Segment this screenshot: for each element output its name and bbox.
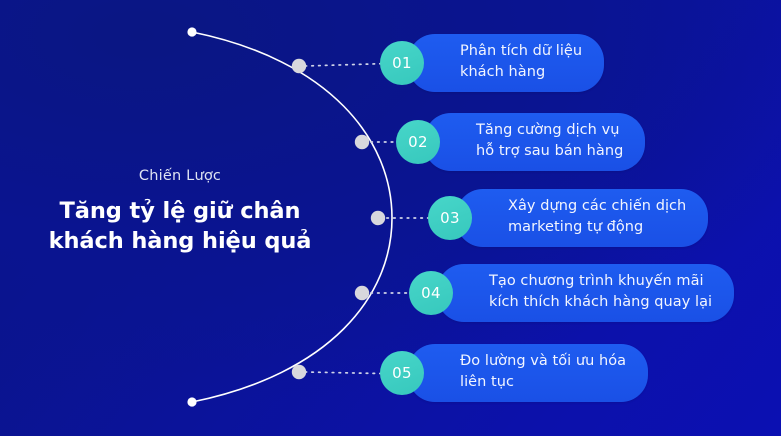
step-badge-1: 01 — [380, 41, 424, 85]
step-number-5: 05 — [392, 364, 412, 382]
step-badge-5: 05 — [380, 351, 424, 395]
step-badge-2: 02 — [396, 120, 440, 164]
step-pill-4[interactable]: 04 Tạo chương trình khuyến mãi kích thíc… — [409, 264, 735, 322]
arc-node-dot-3 — [370, 210, 386, 226]
arc-endpoint-top-dot — [187, 27, 197, 37]
step-row-4[interactable]: 04 Tạo chương trình khuyến mãi kích thíc… — [409, 264, 735, 322]
step-number-3: 03 — [440, 209, 460, 227]
arc-endpoint-bottom-dot — [187, 397, 197, 407]
arc-node-dot-1 — [291, 58, 307, 74]
step-number-2: 02 — [408, 133, 428, 151]
step-text-5: Đo lường và tối ưu hóa liên tục — [460, 353, 627, 390]
step-row-1[interactable]: 01 Phân tích dữ liệu khách hàng — [380, 34, 605, 92]
step-pill-1[interactable]: 01 Phân tích dữ liệu khách hàng — [380, 34, 605, 92]
arc-node-dot-5 — [291, 364, 307, 380]
step-number-1: 01 — [392, 54, 412, 72]
step-row-2[interactable]: 02 Tăng cường dịch vụ hỗ trợ sau bán hàn… — [396, 113, 646, 171]
step-text-2: Tăng cường dịch vụ hỗ trợ sau bán hàng — [476, 122, 624, 159]
step-row-5[interactable]: 05 Đo lường và tối ưu hóa liên tục — [380, 344, 649, 402]
arc-node-dot-4 — [354, 285, 370, 301]
step-badge-3: 03 — [428, 196, 472, 240]
step-number-4: 04 — [421, 284, 441, 302]
step-text-1: Phân tích dữ liệu khách hàng — [460, 43, 583, 80]
arc-node-dot-2 — [354, 134, 370, 150]
step-pill-2[interactable]: 02 Tăng cường dịch vụ hỗ trợ sau bán hàn… — [396, 113, 646, 171]
page-title: Tăng tỷ lệ giữ chân khách hàng hiệu quả — [48, 198, 312, 255]
step-text-3: Xây dựng các chiến dịch marketing tự độn… — [508, 198, 687, 235]
step-row-3[interactable]: 03 Xây dựng các chiến dịch marketing tự … — [428, 189, 709, 247]
step-pill-5[interactable]: 05 Đo lường và tối ưu hóa liên tục — [380, 344, 649, 402]
step-badge-4: 04 — [409, 271, 453, 315]
headline-block: Chiến Lược Tăng tỷ lệ giữ chân khách hàn… — [0, 168, 360, 257]
step-pill-3[interactable]: 03 Xây dựng các chiến dịch marketing tự … — [428, 189, 709, 247]
step-text-4: Tạo chương trình khuyến mãi kích thích k… — [489, 273, 713, 310]
eyebrow-label: Chiến Lược — [138, 168, 222, 184]
